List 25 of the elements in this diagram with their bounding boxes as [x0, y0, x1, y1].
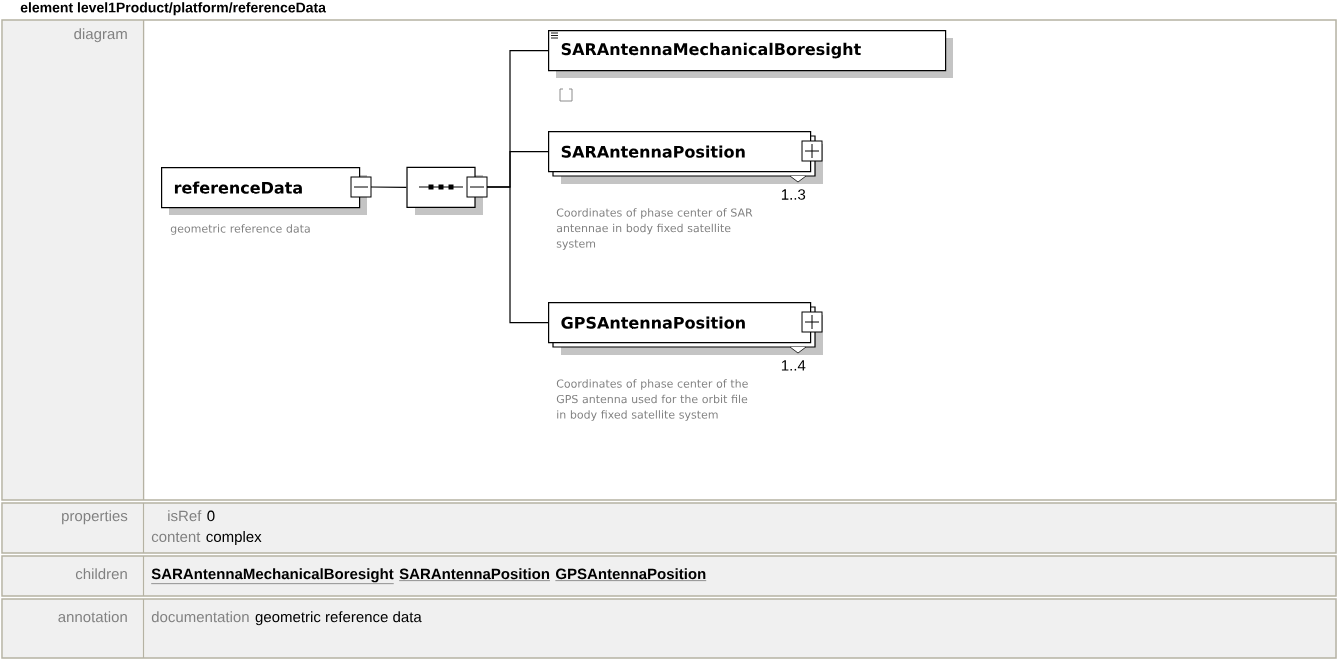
connector-line: [370, 186, 407, 188]
element-box: GPSAntennaPosition: [548, 302, 823, 355]
cardinality-label: 1..4: [781, 360, 806, 371]
property-key: isRef: [168, 510, 202, 522]
row-header: annotation: [58, 611, 127, 623]
property-value: 0: [207, 510, 215, 522]
property-value: geometric reference data: [255, 611, 422, 626]
property-value: complex: [206, 531, 262, 545]
property-key: content: [151, 532, 201, 543]
row-header: properties: [62, 510, 128, 525]
connector-line: [486, 186, 549, 324]
row-header: children: [75, 568, 127, 580]
element-box: SARAntennaMechanicalBoresight: [548, 30, 953, 78]
child-link: SARAntennaPosition: [398, 568, 551, 581]
row-header: diagram: [74, 28, 127, 43]
description-text: Coordinates of phase center of the GPS antenna used for the orbit file in body fixed satellite system: [556, 379, 748, 421]
property-key: documentation: [151, 611, 249, 623]
description-text: Coordinates of phase center of SAR antennae in body fixed satellite system: [556, 208, 753, 250]
cardinality-label: 1..3: [781, 189, 806, 200]
element-box: SARAntennaPosition: [548, 131, 823, 184]
child-link: SARAntennaMechanicalBoresight: [151, 568, 394, 584]
description-text: geometric reference data: [170, 224, 310, 235]
child-link: GPSAntennaPosition: [555, 568, 707, 581]
element-box: referenceData: [161, 167, 367, 215]
page-title: element level1Product/platform/referenceData: [20, 2, 327, 16]
